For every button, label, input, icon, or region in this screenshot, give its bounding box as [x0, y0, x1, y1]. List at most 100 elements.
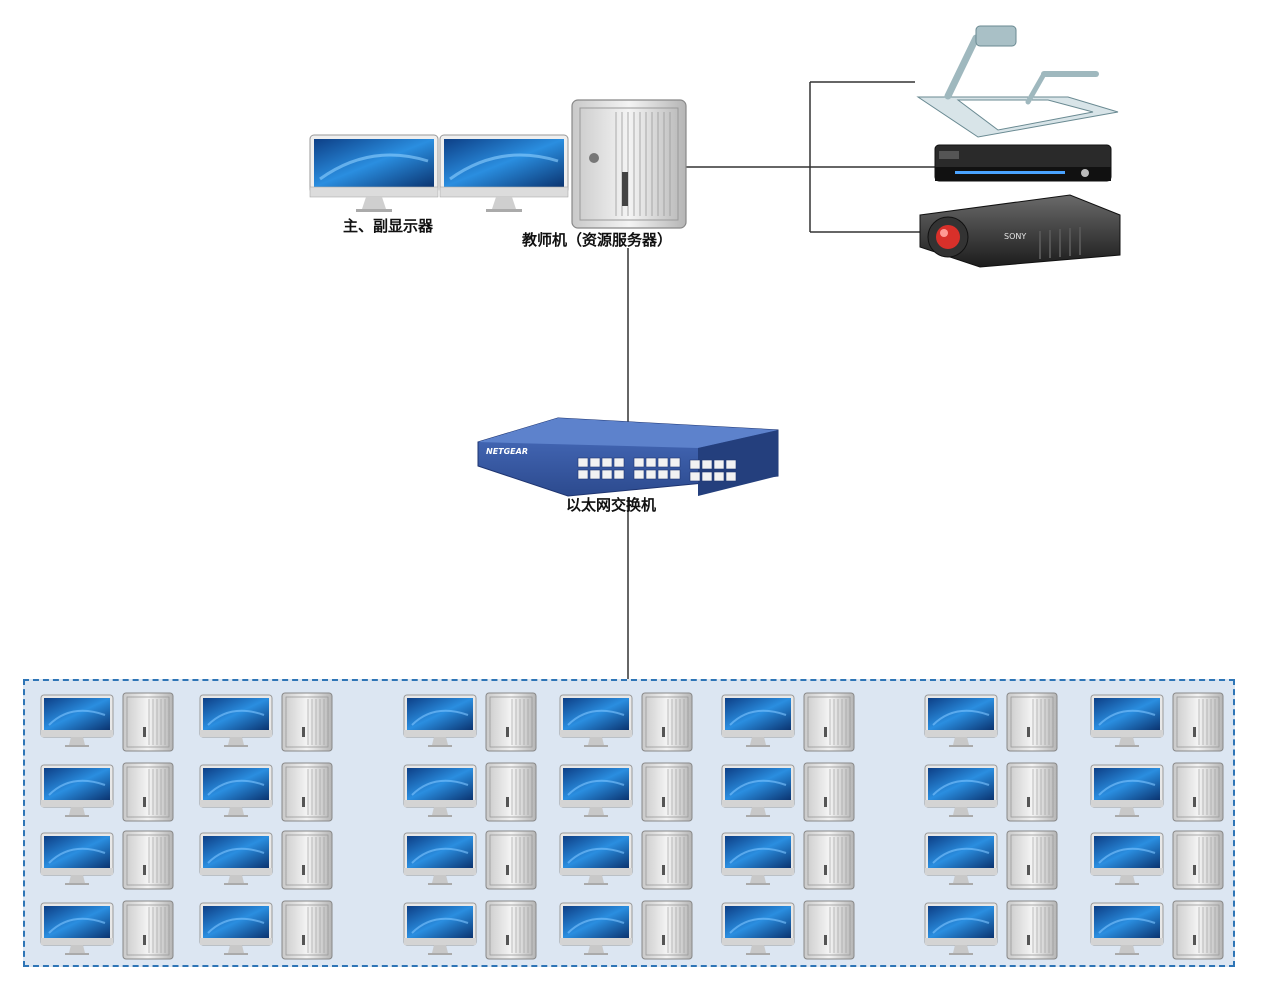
student-monitor-icon [721, 902, 795, 956]
student-workstation [1090, 762, 1224, 822]
student-monitor-icon [721, 832, 795, 886]
student-workstation [40, 762, 174, 822]
student-monitor-icon [40, 694, 114, 748]
student-workstation [40, 692, 174, 752]
student-monitor-icon [403, 902, 477, 956]
student-monitor-icon [199, 902, 273, 956]
student-monitor-icon [721, 694, 795, 748]
student-tower-icon [485, 762, 537, 822]
teacher-server-label: 教师机（资源服务器） [522, 231, 673, 249]
student-monitor-icon [924, 764, 998, 818]
student-tower-icon [641, 692, 693, 752]
teacher-server-icon [571, 99, 687, 229]
student-monitor-icon [721, 764, 795, 818]
secondary-monitor-icon [438, 133, 570, 214]
student-tower-icon [1006, 762, 1058, 822]
student-workstation [721, 692, 855, 752]
student-workstation [40, 830, 174, 890]
student-tower-icon [281, 900, 333, 960]
student-tower-icon [803, 830, 855, 890]
student-tower-icon [1172, 692, 1224, 752]
student-tower-icon [1172, 900, 1224, 960]
student-workstation [1090, 692, 1224, 752]
switch-label: 以太网交换机 [566, 496, 657, 514]
student-workstation [1090, 830, 1224, 890]
student-monitor-icon [559, 832, 633, 886]
student-monitor-icon [559, 902, 633, 956]
student-workstation [403, 692, 537, 752]
student-tower-icon [485, 900, 537, 960]
student-workstation [403, 900, 537, 960]
main-monitor-icon [308, 133, 440, 214]
document-camera-icon [916, 25, 1119, 138]
student-workstation [924, 830, 1058, 890]
student-tower-icon [122, 900, 174, 960]
student-monitor-icon [199, 832, 273, 886]
student-monitor-icon [1090, 902, 1164, 956]
student-workstation [403, 830, 537, 890]
student-monitor-icon [40, 902, 114, 956]
student-workstation [1090, 900, 1224, 960]
student-monitor-icon [559, 764, 633, 818]
student-workstation [559, 692, 693, 752]
student-tower-icon [485, 830, 537, 890]
student-tower-icon [122, 692, 174, 752]
switch-brand: NETGEAR [486, 447, 528, 456]
student-workstation [559, 762, 693, 822]
student-tower-icon [803, 692, 855, 752]
student-tower-icon [485, 692, 537, 752]
dvd-player-icon [934, 144, 1112, 182]
student-tower-icon [1172, 830, 1224, 890]
student-workstation [924, 762, 1058, 822]
student-monitor-icon [924, 832, 998, 886]
student-workstations [40, 692, 1224, 960]
student-workstation [199, 762, 333, 822]
student-workstation [403, 762, 537, 822]
ethernet-switch-icon: NETGEAR [477, 417, 779, 497]
student-tower-icon [281, 762, 333, 822]
student-tower-icon [281, 830, 333, 890]
student-tower-icon [281, 692, 333, 752]
student-monitor-icon [1090, 764, 1164, 818]
student-tower-icon [1006, 692, 1058, 752]
projector-icon: SONY [919, 194, 1121, 268]
student-tower-icon [122, 762, 174, 822]
student-monitor-icon [403, 832, 477, 886]
student-monitor-icon [403, 694, 477, 748]
student-workstation [721, 830, 855, 890]
student-monitor-icon [199, 694, 273, 748]
student-workstation [559, 830, 693, 890]
student-workstation [721, 762, 855, 822]
projector-brand: SONY [1004, 232, 1026, 241]
student-monitor-icon [403, 764, 477, 818]
student-monitor-icon [559, 694, 633, 748]
student-monitor-icon [199, 764, 273, 818]
student-monitor-icon [40, 764, 114, 818]
student-lab-area [23, 679, 1235, 967]
student-workstation [199, 830, 333, 890]
connection-lines [627, 81, 935, 679]
student-tower-icon [641, 830, 693, 890]
student-workstation [721, 900, 855, 960]
student-workstation [559, 900, 693, 960]
student-tower-icon [122, 830, 174, 890]
student-monitor-icon [924, 694, 998, 748]
student-monitor-icon [1090, 694, 1164, 748]
monitors-label: 主、副显示器 [343, 217, 434, 235]
student-workstation [199, 692, 333, 752]
student-tower-icon [803, 762, 855, 822]
student-tower-icon [1006, 900, 1058, 960]
dual-monitors [308, 133, 570, 214]
student-monitor-icon [1090, 832, 1164, 886]
student-tower-icon [641, 762, 693, 822]
student-tower-icon [803, 900, 855, 960]
student-tower-icon [1006, 830, 1058, 890]
student-tower-icon [641, 900, 693, 960]
student-workstation [40, 900, 174, 960]
student-monitor-icon [40, 832, 114, 886]
student-monitor-icon [924, 902, 998, 956]
student-workstation [924, 900, 1058, 960]
student-workstation [924, 692, 1058, 752]
student-tower-icon [1172, 762, 1224, 822]
